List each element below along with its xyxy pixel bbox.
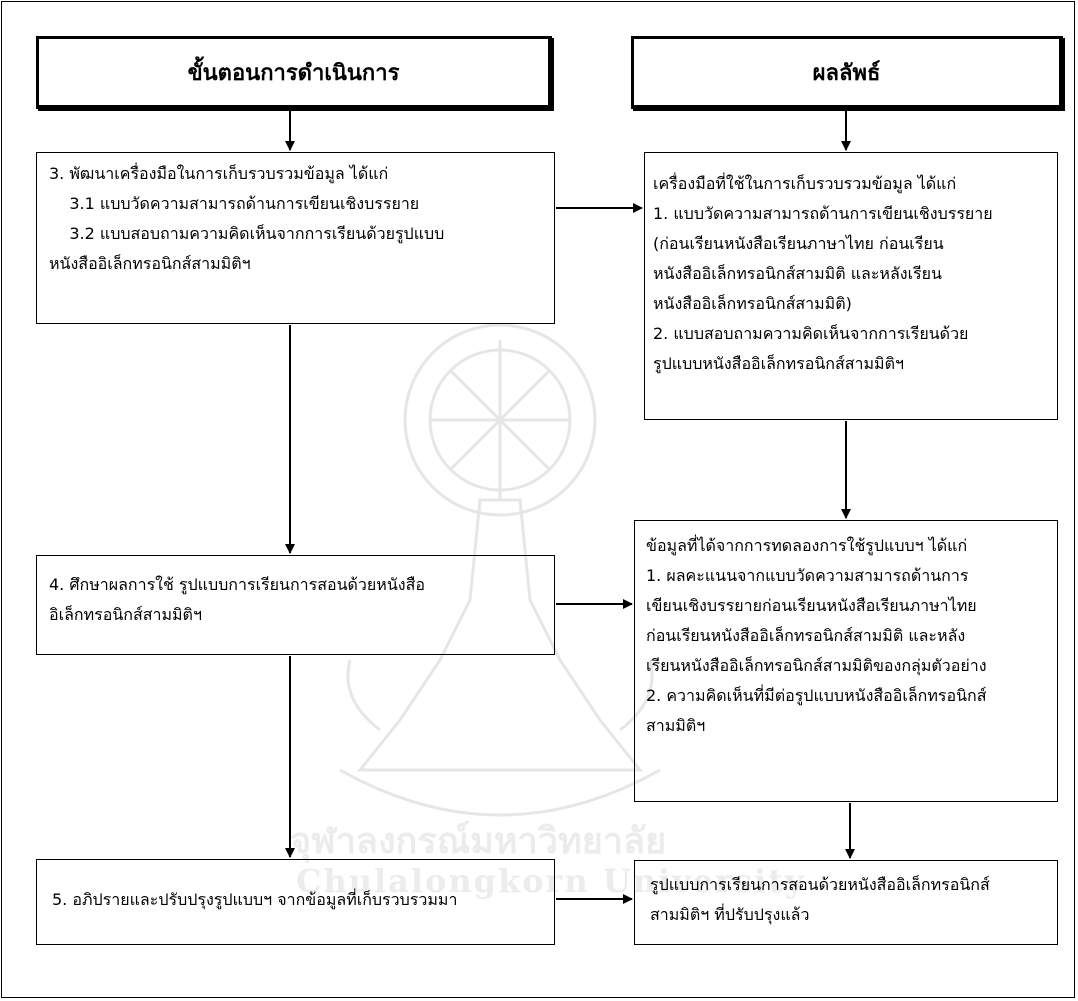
- step-5-line: 5. อภิปรายและปรับปรุงรูปแบบฯ จากข้อมูลที…: [52, 890, 458, 909]
- experiment-data-line: เรียนหนังสืออิเล็กทรอนิกส์สามมิติของกลุ่…: [646, 656, 987, 675]
- step-3-line: 3. พัฒนาเครื่องมือในการเก็บรวบรวมข้อมูล …: [49, 164, 389, 183]
- step-3-text: 3. พัฒนาเครื่องมือในการเก็บรวบรวมข้อมูล …: [49, 159, 444, 279]
- university-emblem-watermark: [339, 323, 661, 817]
- watermark-english-text: Chulalongkorn University: [296, 862, 806, 900]
- experiment-data-line: 1. ผลคะแนนจากแบบวัดความสามารถด้านการ: [646, 566, 969, 585]
- step-4-text: 4. ศึกษาผลการใช้ รูปแบบการเรียนการสอนด้ว…: [49, 570, 425, 630]
- step-3-line: 3.1 แบบวัดความสามารถด้านการเขียนเชิงบรรย…: [49, 194, 420, 213]
- experiment-data-text: ข้อมูลที่ได้จากการทดลองการใช้รูปแบบฯ ได้…: [646, 531, 987, 741]
- experiment-data-line: เขียนเชิงบรรยายก่อนเรียนหนังสือเรียนภาษา…: [646, 596, 977, 615]
- final-model-text: รูปแบบการเรียนการสอนด้วยหนังสืออิเล็กทรอ…: [650, 870, 990, 930]
- experiment-data-box: [634, 520, 1058, 802]
- step-3-box: [36, 152, 555, 324]
- experiment-data-line: ข้อมูลที่ได้จากการทดลองการใช้รูปแบบฯ ได้…: [646, 536, 968, 555]
- step-4-box: [36, 555, 555, 655]
- header-steps-label: ขั้นตอนการดำเนินการ: [187, 60, 400, 86]
- experiment-data-line: ก่อนเรียนหนังสืออิเล็กทรอนิกส์สามมิติ แล…: [646, 626, 966, 645]
- watermark-thai-text: จุฬาลงกรณ์มหาวิทยาลัย: [290, 821, 667, 862]
- step-5-box: [36, 859, 555, 945]
- tools-result-line: 2. แบบสอบถามความคิดเห็นจากการเรียนด้วย: [653, 324, 969, 343]
- tools-result-line: หนังสืออิเล็กทรอนิกส์สามมิติ และหลังเรีย…: [653, 264, 942, 283]
- final-model-line: รูปแบบการเรียนการสอนด้วยหนังสืออิเล็กทรอ…: [650, 875, 990, 894]
- experiment-data-line: สามมิติฯ: [646, 716, 706, 735]
- tools-result-box: [644, 152, 1058, 420]
- step-5-text: 5. อภิปรายและปรับปรุงรูปแบบฯ จากข้อมูลที…: [52, 885, 457, 915]
- header-results-label: ผลลัพธ์: [812, 60, 881, 86]
- tools-result-line: รูปแบบหนังสืออิเล็กทรอนิกส์สามมิติฯ: [653, 354, 904, 373]
- step-4-line: 4. ศึกษาผลการใช้ รูปแบบการเรียนการสอนด้ว…: [49, 575, 425, 594]
- final-model-line: สามมิติฯ ที่ปรับปรุงแล้ว: [650, 905, 810, 924]
- tools-result-line: (ก่อนเรียนหนังสือเรียนภาษาไทย ก่อนเรียน: [653, 234, 944, 253]
- step-4-line: อิเล็กทรอนิกส์สามมิติฯ: [49, 605, 202, 624]
- step-3-line: 3.2 แบบสอบถามความคิดเห็นจากการเรียนด้วยร…: [49, 224, 445, 243]
- experiment-data-line: 2. ความคิดเห็นที่มีต่อรูปแบบหนังสืออิเล็…: [646, 686, 987, 705]
- tools-result-line: หนังสืออิเล็กทรอนิกส์สามมิติ): [653, 294, 852, 313]
- tools-result-line: เครื่องมือที่ใช้ในการเก็บรวบรวมข้อมูล ได…: [653, 174, 957, 193]
- header-steps: ขั้นตอนการดำเนินการ: [36, 36, 552, 109]
- tools-result-line: 1. แบบวัดความสามารถด้านการเขียนเชิงบรรยา…: [653, 204, 993, 223]
- tools-result-text: เครื่องมือที่ใช้ในการเก็บรวบรวมข้อมูล ได…: [653, 169, 993, 379]
- step-3-line: หนังสืออิเล็กทรอนิกส์สามมิติฯ: [49, 254, 251, 273]
- final-model-box: [634, 860, 1058, 945]
